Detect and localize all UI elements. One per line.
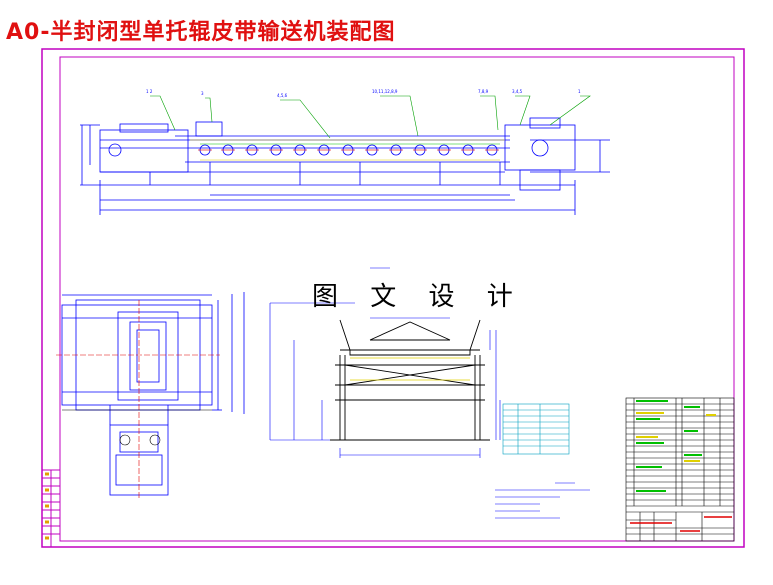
conveyor-plan-view (61, 292, 245, 496)
parts-list-table (502, 403, 570, 455)
svg-text:4,5,6: 4,5,6 (277, 93, 288, 98)
svg-text:3,4,5: 3,4,5 (512, 89, 523, 94)
technical-notes (495, 482, 590, 519)
cross-section-dimensions (269, 267, 501, 458)
cross-section-view (330, 319, 490, 441)
svg-text:10,11,12,8,9: 10,11,12,8,9 (372, 89, 398, 94)
svg-text:3: 3 (201, 91, 204, 96)
sheet-border (41, 48, 745, 548)
conveyor-elevation-view (80, 117, 610, 215)
drawing-title: A0-半封闭型单托辊皮带输送机装配图 (6, 20, 396, 45)
title-block (625, 397, 735, 542)
svg-text:1: 1 (578, 89, 581, 94)
svg-text:7,8,9: 7,8,9 (478, 89, 489, 94)
watermark-text: 图 文 设 计 (312, 282, 525, 312)
svg-text:1 2: 1 2 (146, 89, 153, 94)
leader-lines (150, 95, 591, 139)
